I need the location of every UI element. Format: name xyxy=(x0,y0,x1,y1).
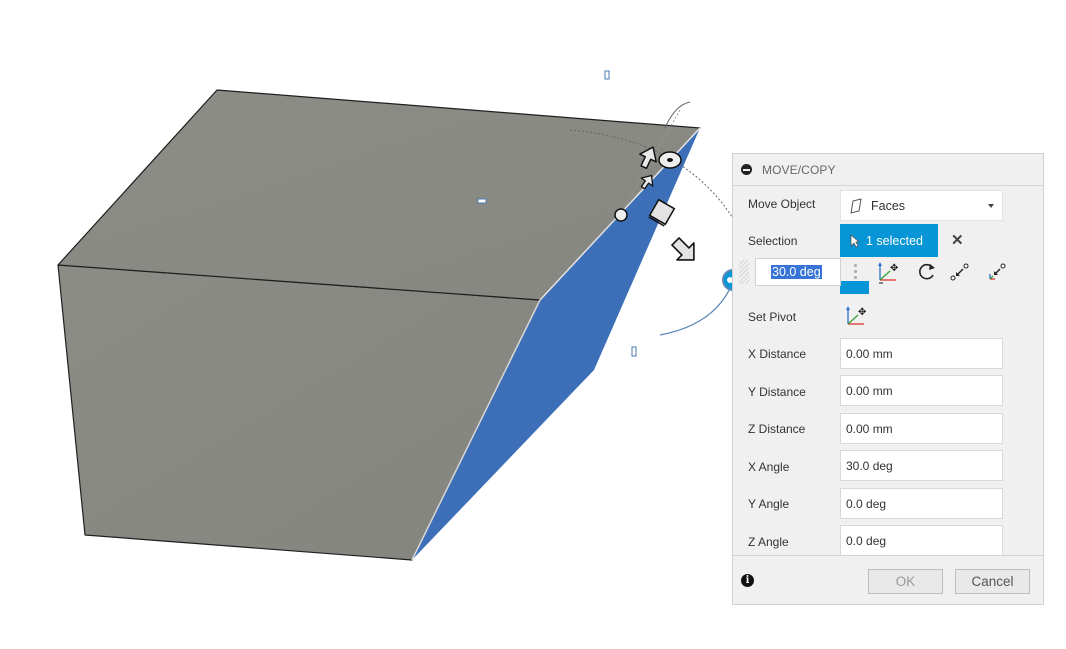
selection-label: Selection xyxy=(748,234,798,248)
translate-arrow-diagonal-icon[interactable] xyxy=(637,171,657,191)
cancel-button[interactable]: Cancel xyxy=(955,569,1030,594)
translate-arrow-up-icon[interactable] xyxy=(636,143,662,171)
move-object-label: Move Object xyxy=(748,197,816,211)
z-angle-label: Z Angle xyxy=(748,535,789,549)
selection-button[interactable]: 1 selected xyxy=(840,224,938,257)
move-copy-dialog: MOVE/COPY Move Object Faces Selection 1 … xyxy=(732,153,1044,605)
selection-button-overflow xyxy=(840,281,869,294)
rotation-dial-icon[interactable] xyxy=(658,151,682,169)
ok-button[interactable]: OK xyxy=(868,569,943,594)
dialog-footer: i OK Cancel xyxy=(733,555,1043,604)
rotation-arc-top xyxy=(664,101,691,129)
z-distance-input[interactable]: 0.00 mm xyxy=(840,413,1003,444)
inline-angle-input[interactable]: 30.0 deg xyxy=(755,258,841,286)
inline-angle-value: 30.0 deg xyxy=(771,265,822,279)
collapse-icon[interactable] xyxy=(741,164,752,175)
selection-value: 1 selected xyxy=(866,233,923,248)
set-pivot-label: Set Pivot xyxy=(748,310,797,324)
chevron-down-icon xyxy=(988,204,994,208)
x-distance-input[interactable]: 0.00 mm xyxy=(840,338,1003,369)
marker-icon xyxy=(477,198,487,204)
pivot-point-icon[interactable] xyxy=(614,208,628,222)
move-object-value: Faces xyxy=(871,198,906,213)
selected-face[interactable] xyxy=(412,128,700,560)
clear-selection-icon[interactable]: ✕ xyxy=(951,232,964,249)
translate-arrow-right-icon[interactable] xyxy=(667,233,702,268)
pivot-axes-icon[interactable]: ✥ xyxy=(876,260,902,284)
plane-handle-icon[interactable] xyxy=(648,198,676,227)
y-distance-input[interactable]: 0.00 mm xyxy=(840,375,1003,406)
face-icon xyxy=(850,197,862,214)
x-angle-input[interactable]: 30.0 deg xyxy=(840,450,1003,481)
z-angle-input[interactable]: 0.0 deg xyxy=(840,525,1003,556)
svg-text:✥: ✥ xyxy=(858,307,866,318)
cursor-arrow-icon xyxy=(850,233,860,248)
svg-text:✥: ✥ xyxy=(890,263,898,274)
set-pivot-icon[interactable]: ✥ xyxy=(844,304,870,328)
y-distance-label: Y Distance xyxy=(748,385,806,399)
dialog-title: MOVE/COPY xyxy=(762,162,836,177)
y-angle-label: Y Angle xyxy=(748,497,790,511)
point-to-point-icon[interactable] xyxy=(949,262,971,282)
rotate-icon[interactable] xyxy=(917,262,937,282)
marker-icon xyxy=(604,70,610,80)
move-object-dropdown[interactable]: Faces xyxy=(840,190,1003,221)
z-distance-label: Z Distance xyxy=(748,422,806,436)
front-face[interactable] xyxy=(57,264,541,561)
dialog-header[interactable]: MOVE/COPY xyxy=(733,154,1043,186)
drag-handle-icon[interactable] xyxy=(739,260,749,284)
rotation-arc[interactable] xyxy=(569,129,741,231)
x-distance-label: X Distance xyxy=(748,347,807,361)
more-options-icon[interactable] xyxy=(854,264,858,282)
info-icon[interactable]: i xyxy=(741,574,754,587)
y-angle-input[interactable]: 0.0 deg xyxy=(840,488,1003,519)
marker-icon xyxy=(631,346,637,357)
model-body[interactable] xyxy=(57,89,701,561)
point-to-position-icon[interactable] xyxy=(986,262,1008,282)
x-angle-label: X Angle xyxy=(748,460,790,474)
